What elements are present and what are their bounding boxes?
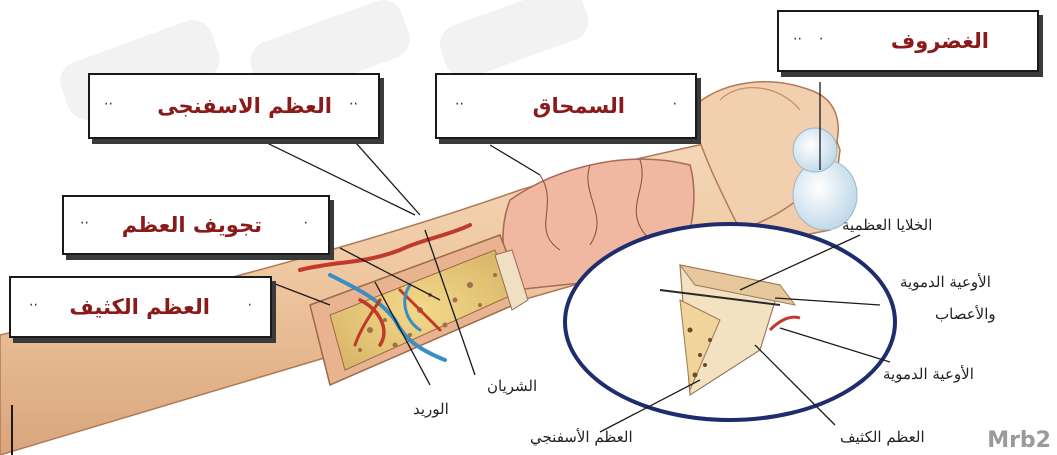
label-blood-vessels: الأوعية الدموية bbox=[883, 365, 974, 383]
bone-cavity-label: تجويف العظم bbox=[122, 213, 262, 237]
watermark: Mrb2 bbox=[987, 428, 1051, 453]
periosteum-box: ·· · السمحاق bbox=[435, 73, 697, 139]
compact-bone-label: العظم الكثيف bbox=[69, 295, 210, 319]
box-marks-right: · bbox=[304, 215, 308, 231]
bone-cavity-box: ·· · تجويف العظم bbox=[62, 195, 330, 255]
box-marks-left: ·· bbox=[80, 215, 89, 231]
label-blood-vessels-nerves-2: والأعصاب bbox=[935, 305, 996, 323]
box-marks-right: ·· bbox=[349, 96, 358, 112]
label-blood-vessels-nerves-1: الأوعية الدموية bbox=[900, 273, 991, 291]
box-marks-left: ·· bbox=[29, 297, 38, 313]
label-compact-bone-inset: العظم الكثيف bbox=[840, 428, 925, 446]
box-marks-right: · bbox=[819, 31, 823, 47]
box-marks-right: · bbox=[248, 297, 252, 313]
box-marks-right: · bbox=[673, 96, 677, 112]
cartilage-box: ·· · الغضروف bbox=[777, 10, 1039, 72]
box-marks-left: ·· bbox=[104, 96, 113, 112]
label-spongy-bone-inset: العظم الأسفنجي bbox=[530, 428, 633, 446]
compact-bone-box: ·· · العظم الكثيف bbox=[9, 276, 272, 338]
label-bone-cells: الخلايا العظمية bbox=[842, 216, 932, 234]
spongy-bone-label: العظم الاسفنجى bbox=[157, 94, 332, 118]
cartilage-label: الغضروف bbox=[891, 29, 989, 53]
magnified-inset bbox=[565, 224, 895, 420]
cartilage-cap bbox=[793, 128, 857, 230]
box-marks-left: ·· bbox=[793, 31, 802, 47]
box-marks-left: ·· bbox=[455, 96, 464, 112]
spongy-bone-box: ·· ·· العظم الاسفنجى bbox=[88, 73, 380, 139]
label-artery: الشريان bbox=[487, 377, 537, 395]
label-vein: الوريد bbox=[413, 400, 449, 418]
periosteum-label: السمحاق bbox=[533, 94, 625, 118]
